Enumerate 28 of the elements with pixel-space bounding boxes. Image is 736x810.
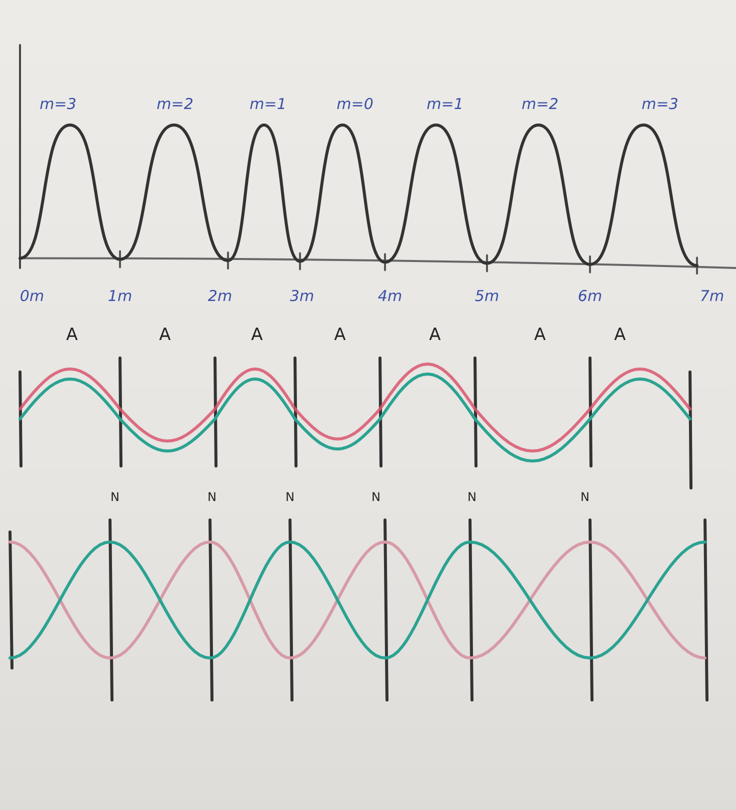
antinode-label: A bbox=[334, 325, 346, 345]
mode-label: m=3 bbox=[40, 95, 76, 113]
distance-label: 6m bbox=[578, 287, 602, 305]
mode-label: m=2 bbox=[522, 95, 558, 113]
antinode-label: A bbox=[66, 325, 78, 345]
distance-label: 2m bbox=[208, 287, 232, 305]
distance-label: 3m bbox=[290, 287, 314, 305]
mode-label: m=3 bbox=[642, 95, 678, 113]
mode-label: m=1 bbox=[426, 95, 464, 113]
node-label: N bbox=[208, 490, 216, 504]
distance-label: 1m bbox=[108, 287, 132, 305]
antinode-label: A bbox=[534, 325, 546, 345]
distance-label: 4m bbox=[378, 287, 402, 305]
node-label: N bbox=[372, 490, 380, 504]
mode-label: m=1 bbox=[250, 95, 286, 113]
node-label: N bbox=[580, 490, 590, 504]
antinode-label: A bbox=[614, 325, 626, 345]
distance-label: 0m bbox=[20, 287, 44, 305]
antinode-label: A bbox=[251, 325, 263, 345]
distance-label: 5m bbox=[474, 287, 500, 305]
mode-label: m=2 bbox=[156, 95, 194, 113]
node-label: N bbox=[286, 490, 294, 504]
antinode-label: A bbox=[429, 325, 441, 345]
node-label: N bbox=[468, 490, 476, 504]
distance-label: 7m bbox=[700, 287, 724, 305]
node-label: N bbox=[110, 490, 120, 504]
mode-label: m=0 bbox=[336, 95, 374, 113]
antinode-label: A bbox=[159, 325, 171, 345]
